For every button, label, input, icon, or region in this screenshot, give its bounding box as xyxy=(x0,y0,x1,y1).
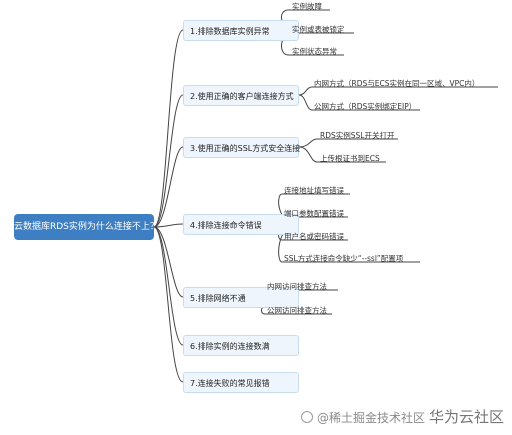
link-root-b6 xyxy=(153,226,184,346)
leaf-node[interactable]: RDS实例SSL开关打开 xyxy=(320,131,395,140)
leaf-node[interactable]: 端口参数配置错误 xyxy=(284,209,344,218)
leaf-node[interactable]: 用户名或密码错误 xyxy=(284,232,344,241)
link-root-b4 xyxy=(153,223,184,228)
branch-node-3[interactable]: 3.使用正确的SSL方式安全连接 xyxy=(183,137,300,158)
leaf-node[interactable]: 上传根证书到ECS xyxy=(320,154,380,163)
watermark: @稀土掘金技术社区华为云社区 xyxy=(300,406,504,427)
watermark-brand: 华为云社区 xyxy=(428,408,504,426)
leaf-node[interactable]: 内网方式（RDS与ECS实例在同一区域、VPC内） xyxy=(314,79,480,88)
branch-node-5[interactable]: 5.排除网络不通 xyxy=(183,287,299,308)
branch-node-1[interactable]: 1.排除数据库实例异常 xyxy=(183,20,299,41)
leaf-node[interactable]: 内网访问排查方法 xyxy=(267,282,327,291)
link-root-b5 xyxy=(153,226,184,298)
leaf-node[interactable]: 实例或表被锁定 xyxy=(292,25,345,34)
link-root-b3 xyxy=(153,146,184,228)
leaf-node[interactable]: 实例故障 xyxy=(292,2,322,11)
branch-node-6[interactable]: 6.排除实例的连接数满 xyxy=(183,335,299,356)
root-node[interactable]: 云数据库RDS实例为什么连接不上？ xyxy=(14,214,159,240)
branch-node-7[interactable]: 7.连接失败的常见报错 xyxy=(183,372,299,393)
watermark-left: @稀土掘金技术社区 xyxy=(316,411,425,425)
leaf-node[interactable]: 公网方式（RDS实例绑定EIP） xyxy=(314,102,417,111)
link-root-b2 xyxy=(153,94,184,228)
leaf-node[interactable]: 连接地址填写错误 xyxy=(284,186,344,195)
leaf-node[interactable]: 公网访问排查方法 xyxy=(267,306,327,315)
branch-node-4[interactable]: 4.排除连接命令错误 xyxy=(183,214,299,235)
leaf-node[interactable]: 实例状态异常 xyxy=(292,47,337,56)
leaf-node[interactable]: SSL方式连接命令缺少“--ssl”配置项 xyxy=(284,254,404,263)
link-root-b7 xyxy=(153,226,184,383)
community-logo-icon xyxy=(300,411,313,423)
branch-node-2[interactable]: 2.使用正确的客户端连接方式 xyxy=(183,85,299,106)
link-root-b1 xyxy=(153,29,184,228)
